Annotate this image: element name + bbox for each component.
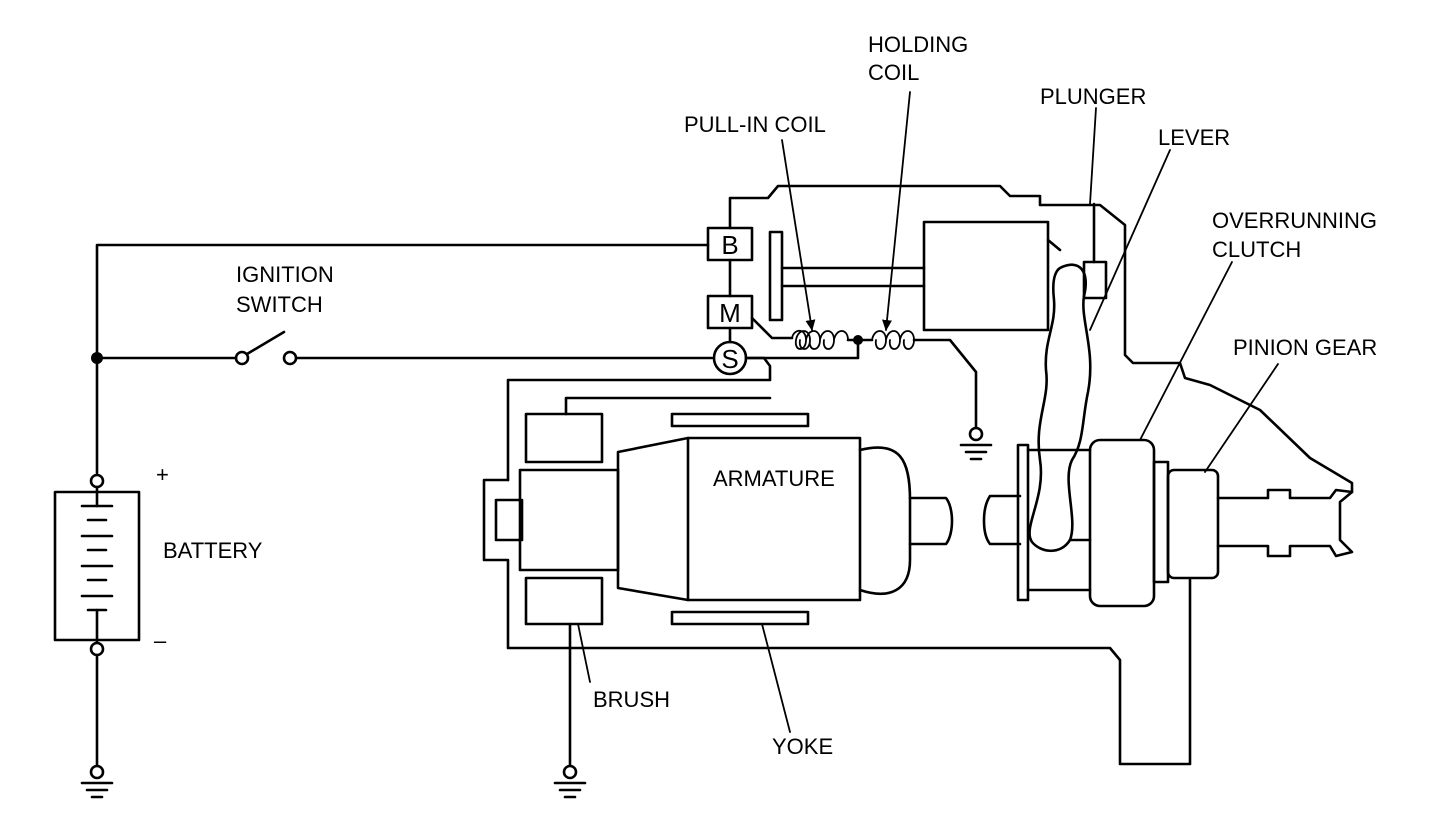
armature-label: ARMATURE — [713, 466, 835, 491]
battery-circuit-wiring — [91, 243, 714, 475]
terminal-m: M — [706, 294, 754, 330]
ignition-switch-symbol — [234, 330, 298, 366]
terminal-s: S — [712, 340, 748, 376]
plunger-shape — [1082, 202, 1108, 300]
overrunning-clutch — [1016, 438, 1156, 608]
armature — [616, 436, 912, 602]
battery-negative-label: – — [154, 628, 167, 653]
coil-ground-symbol — [959, 426, 993, 461]
overrunning-clutch-label-line1: OVERRUNNING — [1212, 208, 1377, 233]
pinion-gear-label: PINION GEAR — [1233, 335, 1377, 360]
yoke-bottom — [670, 610, 810, 626]
solenoid-housing-outline — [728, 184, 1354, 494]
brush-label: BRUSH — [593, 687, 670, 712]
coil-wiring — [506, 316, 978, 482]
terminal-m-label: M — [719, 298, 741, 328]
terminal-b-label: B — [721, 230, 738, 260]
coil-junction-dot — [853, 335, 863, 345]
leader-lines — [577, 91, 1279, 733]
lever-label: LEVER — [1158, 125, 1230, 150]
shaft — [908, 494, 1022, 546]
plunger-label: PLUNGER — [1040, 84, 1146, 109]
holding-coil-label-line1: HOLDING — [868, 32, 968, 57]
junction-dot — [91, 352, 103, 364]
pinion-gear — [1152, 460, 1354, 584]
yoke-top — [670, 412, 810, 428]
terminal-b: B — [706, 226, 754, 262]
battery-ground-symbol — [80, 764, 114, 799]
lever-shape — [1028, 263, 1092, 553]
ignition-switch-label-line2: SWITCH — [236, 292, 323, 317]
ignition-switch-label-line1: IGNITION — [236, 262, 334, 287]
terminal-s-label: S — [721, 344, 738, 374]
solenoid-core — [768, 220, 1062, 332]
overrunning-clutch-label-line2: CLUTCH — [1212, 237, 1301, 262]
motor-housing — [482, 468, 1192, 766]
labels: HOLDING COIL PULL-IN COIL PLUNGER LEVER … — [154, 32, 1377, 759]
battery-positive-label: + — [156, 462, 169, 487]
battery-label: BATTERY — [163, 538, 263, 563]
brush-ground-symbol — [553, 764, 587, 799]
brush-bottom — [524, 576, 604, 768]
battery-symbol — [53, 473, 141, 768]
brush-top — [524, 396, 772, 464]
yoke-label: YOKE — [772, 734, 833, 759]
holding-coil-label-line2: COIL — [868, 60, 919, 85]
pull-in-coil-label: PULL-IN COIL — [684, 112, 826, 137]
